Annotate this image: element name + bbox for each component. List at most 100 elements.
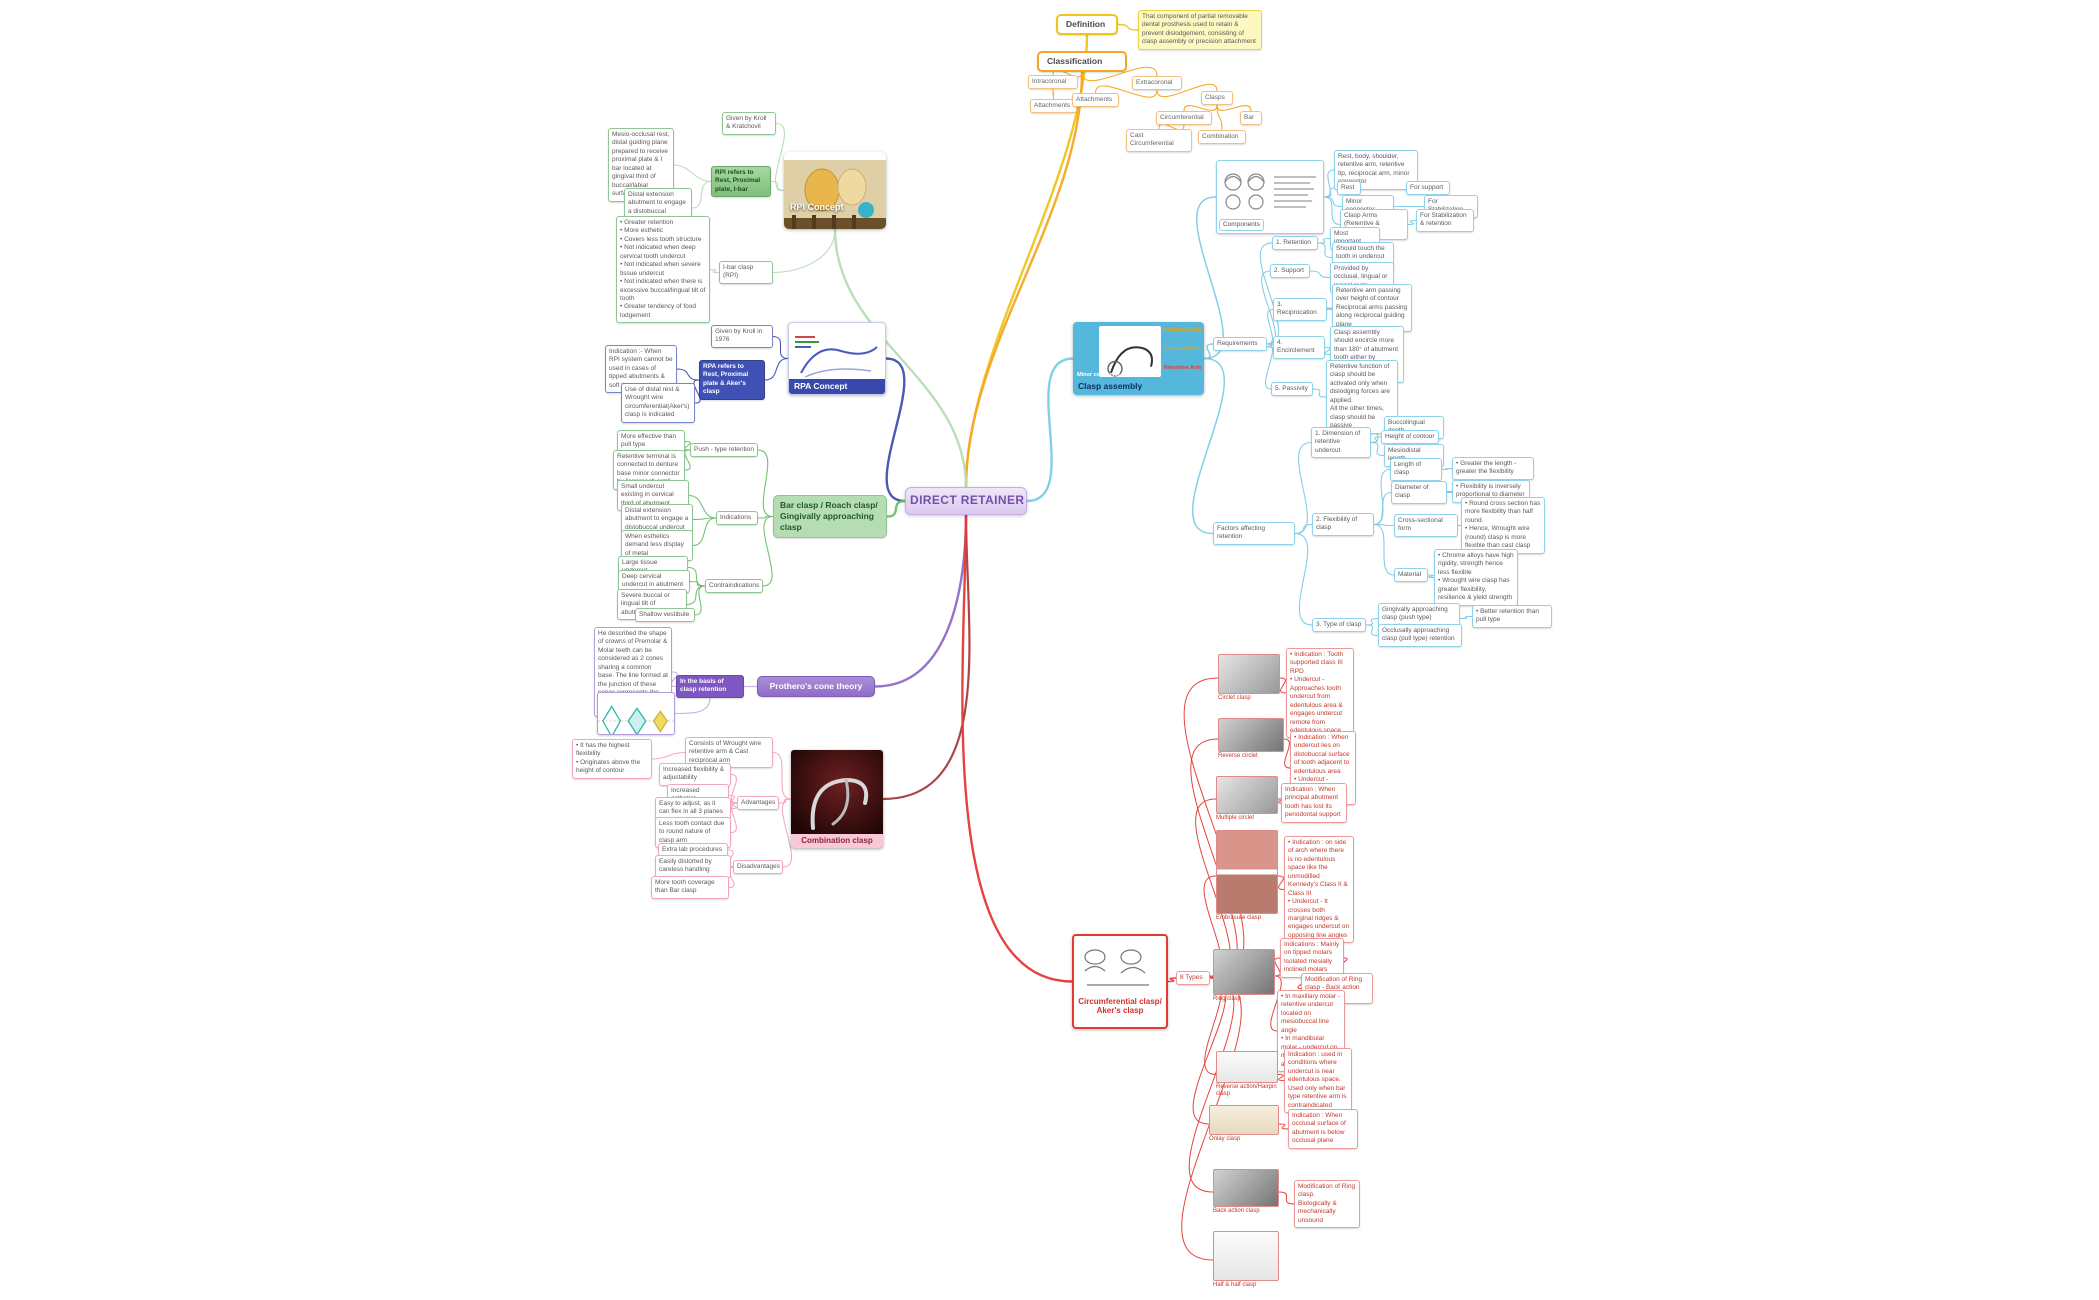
- fac3-a-n[interactable]: • Better retention than pull type: [1472, 605, 1552, 628]
- rpi-img-node[interactable]: RPI Concept: [784, 152, 886, 229]
- com-note1[interactable]: • It has the highest flexibility • Origi…: [572, 739, 652, 779]
- t9-img-node[interactable]: Half & half clasp: [1213, 1231, 1279, 1289]
- bar-c2[interactable]: Deep cervical undercut in abutment: [618, 570, 690, 593]
- fac2-cs[interactable]: Cross-sectional form: [1394, 514, 1458, 537]
- edge-rpi-img-rpi-given: [774, 122, 786, 192]
- edge-comp-img-comp-note: [1323, 169, 1335, 198]
- req1[interactable]: 1. Retention: [1272, 236, 1318, 251]
- rpi-given[interactable]: Given by Kroll & Kratchovil: [722, 112, 776, 135]
- req4[interactable]: 4. Encirclement: [1273, 336, 1325, 359]
- edge-center-asm-main: [1025, 357, 1075, 503]
- fac2-len[interactable]: Length of clasp: [1390, 458, 1442, 481]
- def-note[interactable]: That component of partial removable dent…: [1138, 10, 1262, 50]
- com-dis[interactable]: Disadvantages: [733, 860, 783, 875]
- t6-img-node[interactable]: Reverse action/Hairpin clasp: [1216, 1051, 1278, 1098]
- edge-rpa-refers-rpa-note1: [676, 368, 700, 381]
- clasp-assembly-drawing: [1099, 326, 1161, 378]
- t2-img-node[interactable]: Reverse circlet: [1218, 718, 1284, 760]
- t8-img-node[interactable]: Back action clasp: [1213, 1169, 1279, 1215]
- fac2-len-n[interactable]: • Greater the length - greater the flexi…: [1452, 457, 1534, 480]
- t1-note[interactable]: • Indication : Tooth supported class III…: [1286, 648, 1354, 739]
- req3[interactable]: 3. Reciprocation: [1273, 298, 1327, 321]
- req5-a[interactable]: Retentive function of clasp should be ac…: [1326, 360, 1398, 434]
- edge-asm-main-req-lbl: [1203, 343, 1214, 360]
- t8-note[interactable]: Modification of Ring clasp. Biologically…: [1294, 1180, 1360, 1229]
- cls-bar[interactable]: Bar: [1240, 111, 1262, 126]
- center[interactable]: DIRECT RETAINER: [905, 487, 1027, 515]
- comp-img-node[interactable]: Components: [1216, 160, 1324, 235]
- edge-center-cls-topic: [964, 70, 1084, 489]
- comp-rest[interactable]: Rest: [1337, 181, 1361, 196]
- com-d2[interactable]: More tooth coverage than Bar clasp: [651, 876, 729, 899]
- edge-center-rpa-img: [884, 357, 907, 503]
- t7-note[interactable]: Indication : When occlusal surface of ab…: [1288, 1109, 1358, 1149]
- fac1-b[interactable]: Height of contour: [1381, 430, 1439, 445]
- fac2-cs-n[interactable]: • Round cross section has more flexibili…: [1461, 497, 1545, 554]
- cir-types[interactable]: 8 Types: [1176, 971, 1210, 986]
- com-adv[interactable]: Advantages: [737, 796, 779, 811]
- t1-img-node[interactable]: Circlet clasp: [1218, 654, 1280, 702]
- rpa-given[interactable]: Given by Kroll in 1976: [711, 325, 773, 348]
- rpi-ibar[interactable]: I-bar clasp (RPI): [719, 261, 773, 284]
- fac3-b[interactable]: Occlusally approaching clasp (pull type)…: [1378, 624, 1462, 647]
- cls-extra[interactable]: Extracoronal: [1132, 76, 1182, 91]
- fac2-mat-n[interactable]: • Chrome alloys have high rigidity, stre…: [1434, 549, 1518, 606]
- bar-push[interactable]: Push - type retention: [690, 443, 758, 458]
- comp-arms-n[interactable]: For Stabilization & retention: [1416, 209, 1474, 232]
- cls-circ[interactable]: Circumferential: [1156, 111, 1212, 126]
- edge-fac3-a-fac3-a-n: [1459, 615, 1473, 620]
- edge-fac3-fac3-a: [1365, 617, 1379, 626]
- t6-note[interactable]: Indication : used in conditions where un…: [1284, 1048, 1352, 1114]
- req5[interactable]: 5. Passivity: [1271, 382, 1313, 397]
- t4-note[interactable]: • Indication : on side of arch where the…: [1284, 836, 1354, 944]
- rpi-note3[interactable]: • Greater retention • More esthetic • Co…: [616, 216, 710, 324]
- cls-topic[interactable]: Classification: [1037, 51, 1127, 73]
- cir-main-node[interactable]: Circumferential clasp/ Aker's clasp: [1072, 934, 1168, 1029]
- cls-intra[interactable]: Intracoronal: [1028, 75, 1078, 90]
- req-lbl[interactable]: Requirements: [1213, 337, 1267, 352]
- cls-clasps[interactable]: Clasps: [1201, 91, 1233, 106]
- asm-main-node[interactable]: Reciprocal Arm Occlusal Rest Retentive A…: [1073, 322, 1204, 395]
- t7-img-node[interactable]: Onlay clasp: [1209, 1105, 1279, 1143]
- cls-castcirc[interactable]: Cast Circumferential: [1126, 129, 1192, 152]
- cls-att1[interactable]: Attachments: [1030, 99, 1077, 114]
- t6-img-caption: Reverse action/Hairpin clasp: [1216, 1084, 1277, 1097]
- fac-lbl[interactable]: Factors affecting retention: [1213, 522, 1295, 545]
- com-a1[interactable]: Increased flexibility & adjustability: [659, 763, 731, 786]
- bar-contra[interactable]: Contraindications: [705, 579, 763, 594]
- pro-img-node[interactable]: [597, 692, 675, 735]
- com-d1[interactable]: Easily distorted by careless handling: [655, 855, 731, 878]
- bar-ind[interactable]: Indications: [716, 511, 758, 526]
- rpi-refers[interactable]: RPI refers to Rest, Proximal plate, I-ba…: [711, 166, 771, 198]
- req2[interactable]: 2. Support: [1270, 264, 1310, 279]
- comp-rest-n[interactable]: For support: [1406, 181, 1450, 196]
- combination-clasp-title: Combination clasp: [791, 833, 883, 848]
- fac2[interactable]: 2. Flexibility of clasp: [1312, 513, 1374, 536]
- com-img-node[interactable]: Combination clasp: [791, 750, 883, 848]
- fac3[interactable]: 3. Type of clasp: [1312, 618, 1366, 633]
- fac1[interactable]: 1. Dimension of retentive undercut: [1311, 427, 1371, 459]
- bar-main[interactable]: Bar clasp / Roach clasp/ Gingivally appr…: [773, 495, 887, 539]
- fac2-mat[interactable]: Material: [1394, 568, 1428, 583]
- circumferential-drawings: [1084, 949, 1149, 987]
- t5-note1[interactable]: Indications : Mainly on tipped molars Is…: [1280, 938, 1344, 978]
- edge-fac2-fac2-dia: [1373, 491, 1392, 526]
- t5-img-node[interactable]: Ring clasp: [1213, 949, 1275, 1003]
- t4-img-node[interactable]: Embrasure clasp: [1216, 830, 1278, 922]
- bar-c4[interactable]: Shallow vestibule: [635, 608, 695, 623]
- t8-img-photo: [1213, 1169, 1279, 1207]
- pro-main[interactable]: Prothero's cone theory: [757, 676, 875, 698]
- t3-img-node[interactable]: Multiple circlet: [1216, 776, 1278, 822]
- wire-clasp-drawing: [810, 778, 869, 831]
- rpa-note2[interactable]: Use of distal rest & Wrought wire circum…: [621, 383, 695, 423]
- t3-note[interactable]: Indication : When principal abutment too…: [1281, 783, 1347, 823]
- rpa-refers[interactable]: RPA refers to Rest, Proximal plate & Ake…: [699, 360, 765, 400]
- rpa-img-node[interactable]: RPA Concept: [788, 322, 886, 395]
- cls-comb[interactable]: Combination: [1198, 130, 1246, 145]
- edge-cls-extra-cls-clasps: [1156, 83, 1218, 98]
- cls-att2[interactable]: Attachments: [1072, 93, 1119, 108]
- fac2-dia[interactable]: Diameter of clasp: [1391, 481, 1447, 504]
- req3-a[interactable]: Retentive arm passing over height of con…: [1332, 284, 1412, 333]
- def-topic[interactable]: Definition: [1056, 14, 1118, 36]
- pro-basis[interactable]: In the basis of clasp retention: [676, 675, 744, 698]
